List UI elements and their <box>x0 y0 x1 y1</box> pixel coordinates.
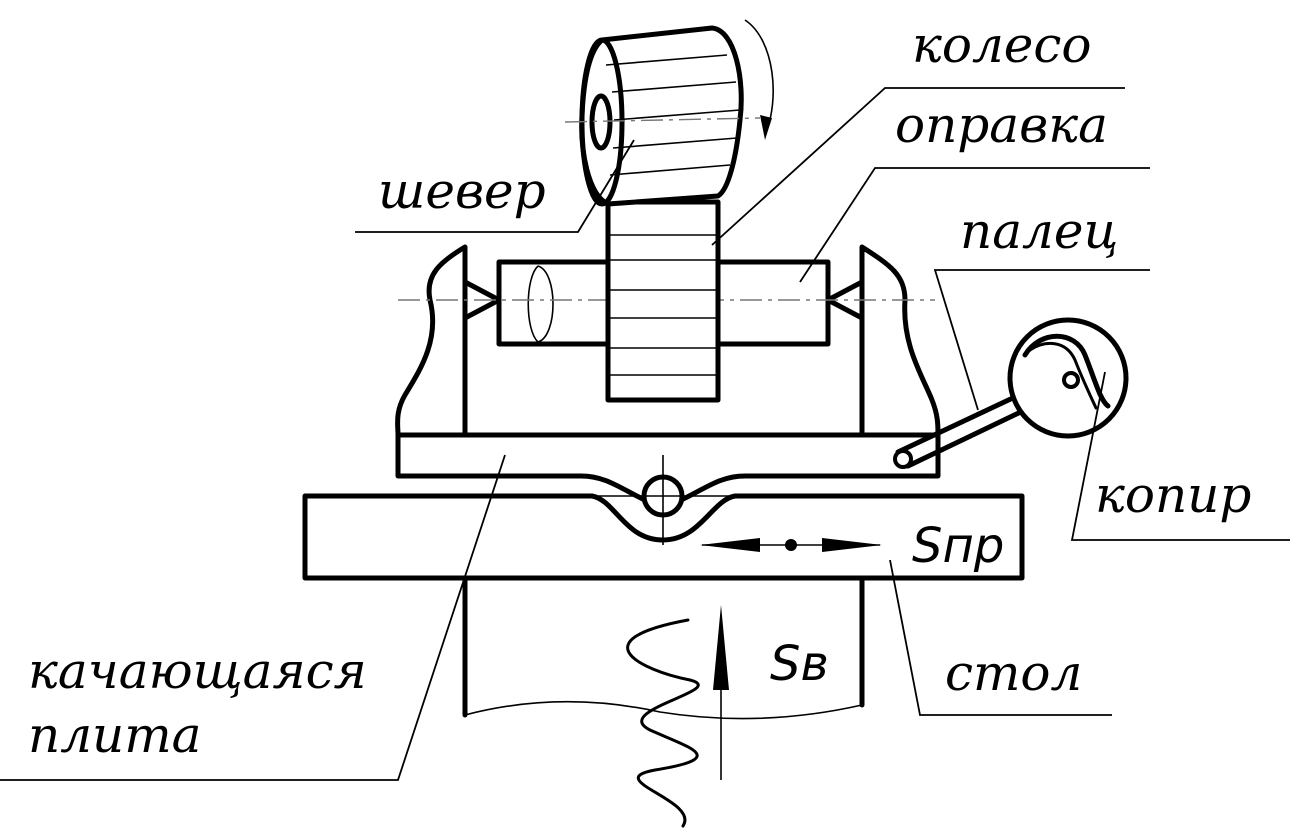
left-center-holder <box>395 244 468 438</box>
shaver-cutter <box>579 25 744 207</box>
label-shaver: шевер <box>378 162 546 220</box>
vertical-feed-spring-icon <box>626 618 700 828</box>
label-rocking-plate-line2: плита <box>28 706 201 764</box>
leader-lines <box>0 87 1290 781</box>
copier-cam <box>1007 317 1129 439</box>
label-mandrel: оправка <box>895 96 1108 154</box>
label-copier: копир <box>1095 466 1251 524</box>
gear-wheel <box>605 199 721 403</box>
label-finger: палец <box>960 202 1118 260</box>
rotation-arrow-icon <box>744 19 774 140</box>
longitudinal-feed-arrow-icon <box>700 538 882 552</box>
label-rocking-plate-line1: качающаяся <box>28 642 367 700</box>
label-wheel: колесо <box>912 16 1092 74</box>
symbol-longitudinal-feed: Sпр <box>912 518 1004 574</box>
knee-column <box>462 577 865 720</box>
symbol-vertical-feed: Sв <box>770 636 829 692</box>
vertical-feed-arrow-icon <box>713 605 729 780</box>
right-center-holder <box>859 244 941 438</box>
label-table: стол <box>945 644 1082 702</box>
